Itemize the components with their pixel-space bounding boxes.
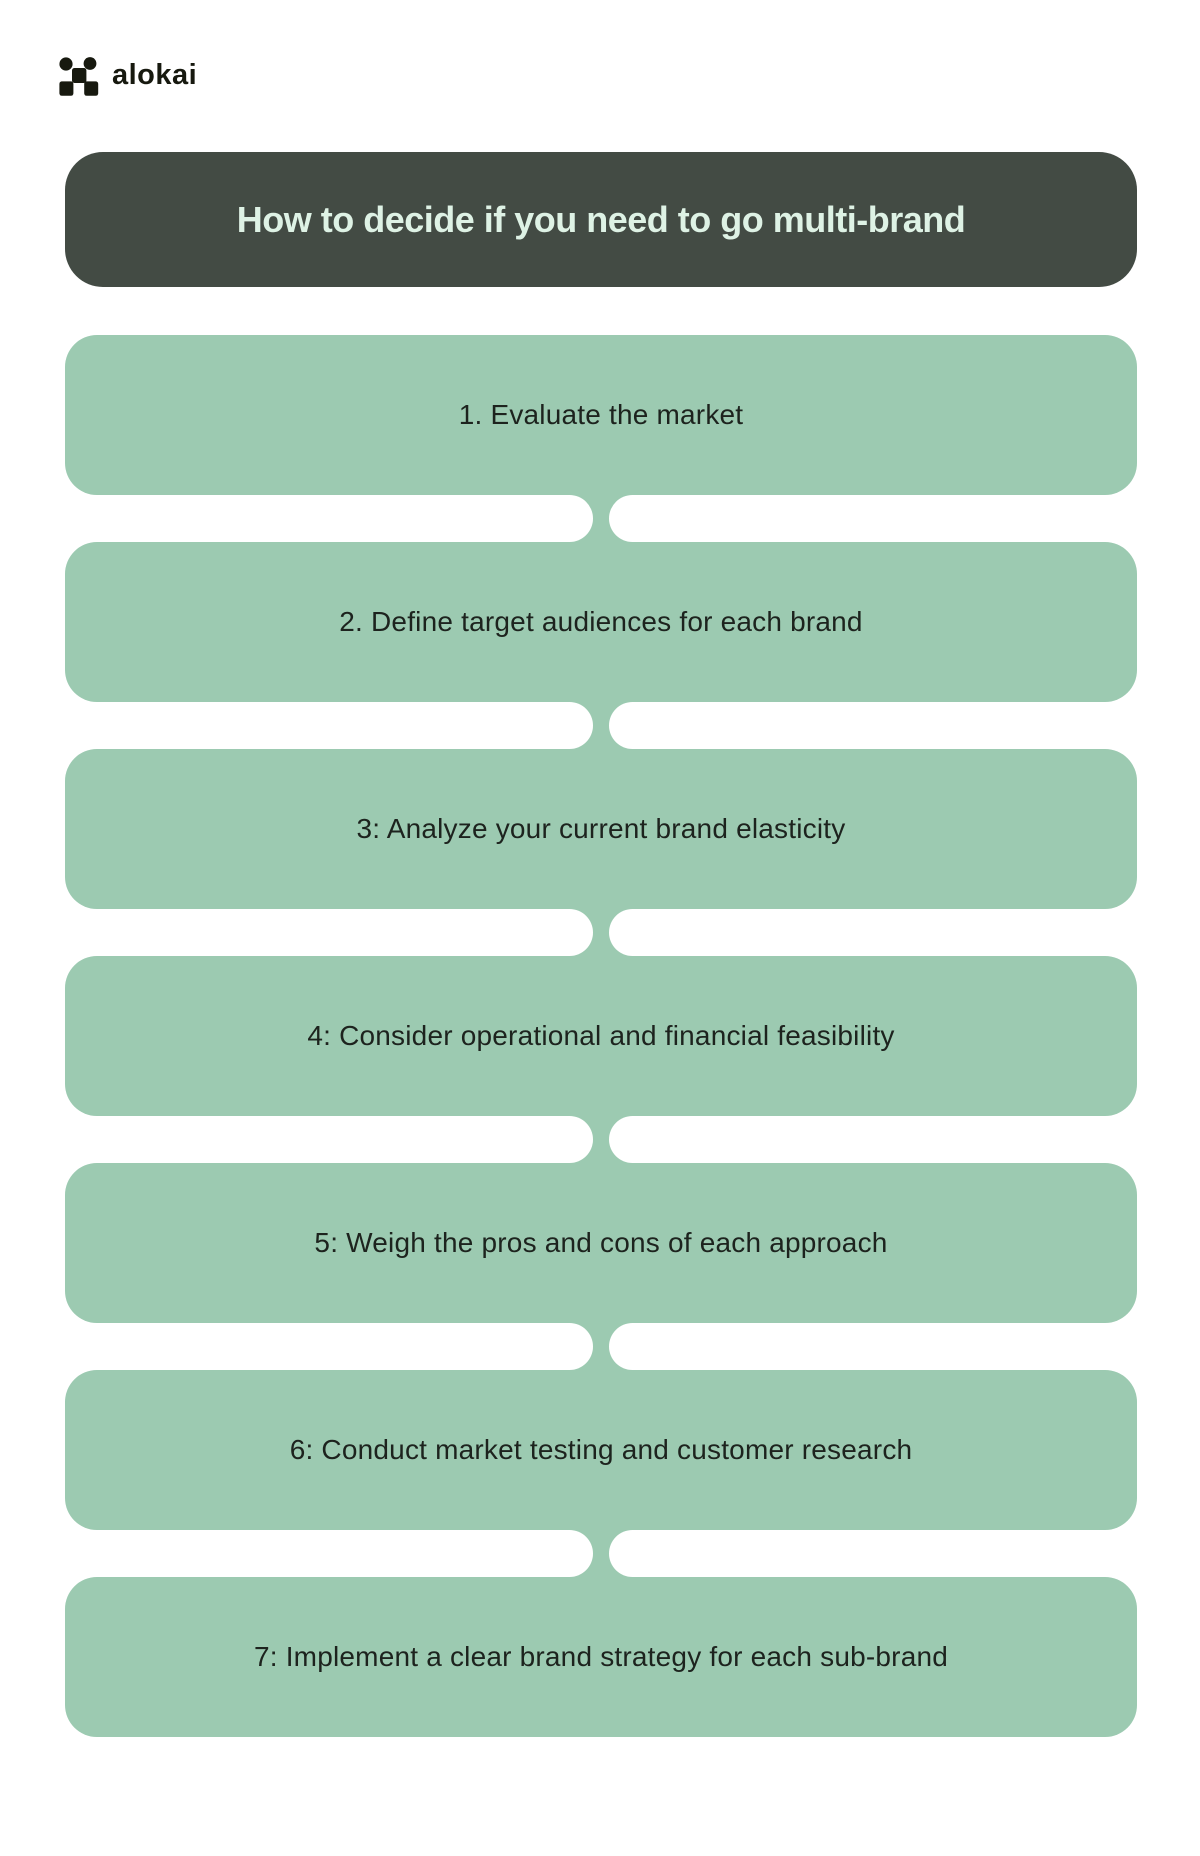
step-card-4: 4: Consider operational and financial fe… [65, 956, 1137, 1116]
step-connector [64, 1323, 1138, 1370]
step-label: 2. Define target audiences for each bran… [339, 606, 863, 637]
step-label: 6: Conduct market testing and customer r… [289, 1434, 913, 1465]
step-label: 1. Evaluate the market [458, 399, 744, 430]
page-title: How to decide if you need to go multi-br… [236, 198, 966, 240]
step-card-6: 6: Conduct market testing and customer r… [65, 1370, 1137, 1530]
step-label: 3: Analyze your current brand elasticity [356, 813, 846, 844]
connector-notch-right [609, 1323, 1138, 1370]
step-card-3: 3: Analyze your current brand elasticity [65, 749, 1137, 909]
step-connector [64, 495, 1138, 542]
step-connector [64, 1116, 1138, 1163]
brand-wordmark: alokai [112, 58, 198, 91]
connector-notch-left [64, 1323, 593, 1370]
connector-notch-right [609, 495, 1138, 542]
connector-notch-right [609, 909, 1138, 956]
steps-list: 1. Evaluate the market 2. Define target … [64, 335, 1138, 1737]
step-label: 4: Consider operational and financial fe… [307, 1020, 895, 1051]
step-card-5: 5: Weigh the pros and cons of each appro… [65, 1163, 1137, 1323]
step-connector [64, 702, 1138, 749]
step-label: 5: Weigh the pros and cons of each appro… [314, 1227, 888, 1258]
step-card-1: 1. Evaluate the market [65, 335, 1137, 495]
step-label: 7: Implement a clear brand strategy for … [253, 1641, 949, 1672]
connector-notch-right [609, 702, 1138, 749]
connector-notch-left [64, 1530, 593, 1577]
connector-notch-left [64, 702, 593, 749]
alokai-logo-icon [59, 57, 99, 96]
connector-notch-right [609, 1530, 1138, 1577]
brand-logo: alokai [0, 0, 1200, 98]
connector-notch-left [64, 1116, 593, 1163]
header-banner: How to decide if you need to go multi-br… [65, 152, 1137, 287]
step-card-2: 2. Define target audiences for each bran… [65, 542, 1137, 702]
step-card-7: 7: Implement a clear brand strategy for … [65, 1577, 1137, 1737]
connector-notch-right [609, 1116, 1138, 1163]
connector-notch-left [64, 909, 593, 956]
step-connector [64, 1530, 1138, 1577]
step-connector [64, 909, 1138, 956]
connector-notch-left [64, 495, 593, 542]
